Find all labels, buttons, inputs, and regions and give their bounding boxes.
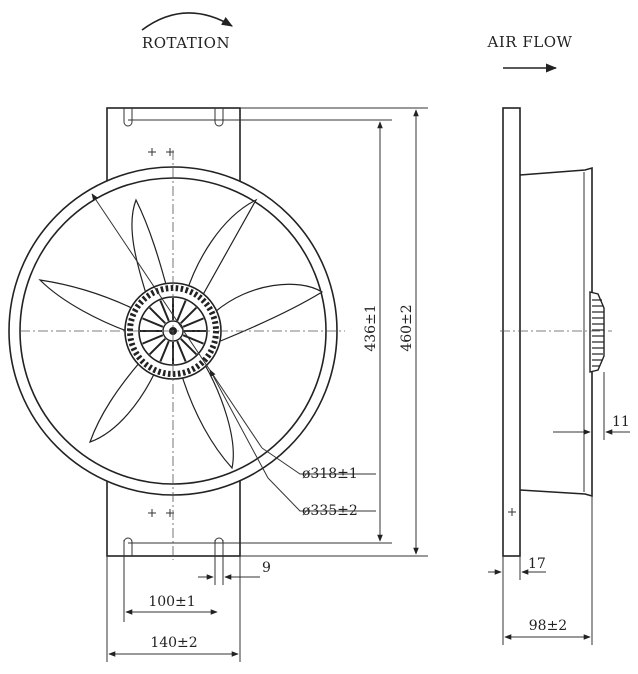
motor-spoke (142, 334, 164, 345)
dim-hole-spacing: 100±1 (148, 594, 195, 610)
dim-plate-width: 140±2 (150, 635, 197, 651)
side-mounting-plate (502, 107, 521, 557)
fan-blade (89, 361, 157, 443)
dim-dia-inner: ø318±1 (302, 466, 358, 482)
rivet-marks-bottom (148, 509, 174, 517)
rotation-indicator: ROTATION (141, 12, 233, 52)
top-slot-right (214, 108, 224, 127)
side-motor-fins (592, 299, 604, 367)
rotation-arrow-icon (141, 12, 233, 31)
motor-spoke (159, 340, 170, 362)
front-view (8, 107, 345, 560)
rivet-marks-top (148, 148, 174, 156)
motor-spoke (148, 338, 166, 356)
rotation-label: ROTATION (142, 34, 230, 52)
side-rivet-mark (508, 508, 516, 516)
leader-dia-outer (209, 369, 269, 479)
fan-blade (38, 279, 141, 335)
motor-spoke (176, 340, 187, 362)
motor-spoke (182, 334, 204, 345)
bottom-slot-right (214, 537, 224, 556)
dim-plate-thickness: 17 (528, 556, 546, 572)
fan-blade (185, 198, 258, 301)
fan-blade (181, 364, 234, 470)
fan-blade (214, 283, 324, 343)
side-dimensions: 11 17 98±2 (488, 372, 630, 645)
motor-spoke (176, 300, 187, 322)
motor-spoke (182, 317, 204, 328)
motor-spoke (180, 338, 198, 356)
airflow-indicator: AIR FLOW (487, 33, 573, 73)
dim-total-depth: 98±2 (529, 618, 567, 634)
motor-spoke (159, 300, 170, 322)
side-view (500, 107, 612, 557)
motor-spoke (148, 306, 166, 324)
dim-dia-outer: ø335±2 (302, 503, 358, 519)
leader-dia-inner (91, 193, 263, 449)
dim-slot-width: 9 (262, 560, 271, 576)
dim-height-outer: 460±2 (399, 304, 415, 351)
dim-height-inner: 436±1 (363, 304, 379, 351)
airflow-label: AIR FLOW (487, 33, 573, 51)
fan-blades (38, 198, 324, 470)
motor-spoke (180, 306, 198, 324)
front-dimensions: 436±1 460±2 ø318±1 ø335±2 9 100±1 140±2 (91, 107, 428, 662)
side-shroud (519, 166, 593, 498)
motor-spoke (142, 317, 164, 328)
dim-motor-depth: 11 (612, 414, 630, 430)
fan-blade (131, 198, 169, 301)
bottom-slot-left (123, 537, 133, 556)
top-slot-left (123, 108, 133, 127)
